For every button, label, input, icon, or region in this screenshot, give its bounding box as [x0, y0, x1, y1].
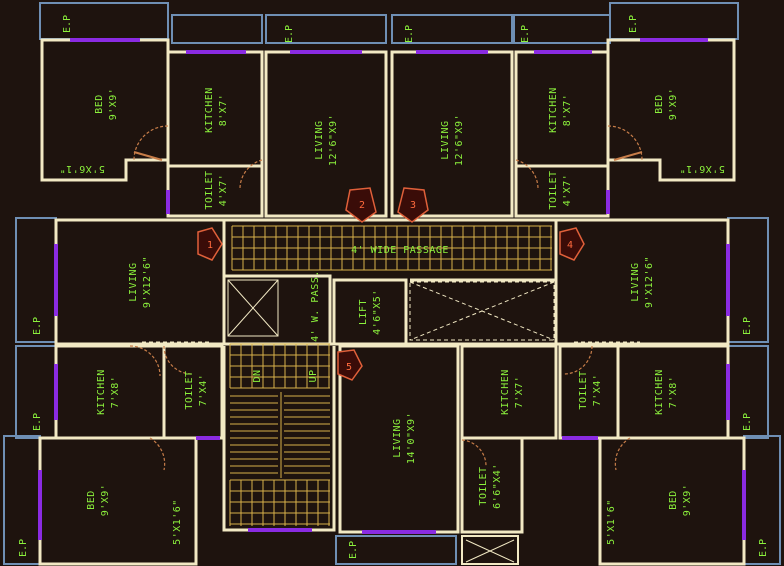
svg-text:3: 3 [410, 200, 416, 211]
stair-up-label: UP [308, 369, 319, 382]
small-labels: 5'X6'1" 5'X6'1" 5'X1'6" 5'X1'6" DN UP [59, 163, 725, 545]
room-name: LIVING [440, 120, 451, 159]
room-size: 9'X9' [100, 484, 111, 517]
room-size: 8'X7' [562, 94, 573, 127]
marker-5: 5 [337, 349, 363, 381]
room-size: 9'X12'6" [644, 256, 655, 308]
room-size: 12'6"X9' [454, 114, 465, 166]
room-size: 9'X9' [108, 88, 119, 121]
room-size: 14'0"X9' [406, 412, 417, 464]
shafts [227, 279, 555, 563]
ep-label: E.P [348, 541, 359, 559]
ep-label: E.P [62, 15, 73, 33]
svg-text:1: 1 [207, 240, 213, 251]
ep-label: E.P [18, 539, 29, 557]
ep-label: E.P [32, 317, 43, 335]
shaft-size-br: 5'X1'6" [606, 499, 617, 545]
room-name: KITCHEN [204, 87, 215, 133]
room-name: KITCHEN [500, 369, 511, 415]
balcony-size-tr: 5'X6'1" [679, 163, 725, 174]
ep-label: E.P [628, 15, 639, 33]
room-name: TOILET [548, 170, 559, 209]
room-size: 4'6"X5' [372, 289, 383, 335]
staircase [230, 392, 330, 478]
shaft-size-bl: 5'X1'6" [172, 499, 183, 545]
svg-text:2: 2 [359, 200, 365, 211]
ep-label: E.P [742, 317, 753, 335]
room-name: BED [668, 490, 679, 510]
room-name: BED [654, 94, 665, 114]
room-name: TOILET [478, 466, 489, 505]
marker-4: 4 [559, 227, 585, 261]
room-name: 4' W. PASS. [310, 270, 321, 342]
svg-text:4: 4 [567, 240, 573, 251]
room-size: 9'X9' [668, 88, 679, 121]
room-name: TOILET [204, 170, 215, 209]
passage-tiles [229, 225, 552, 526]
room-size: 12'6"X9' [328, 114, 339, 166]
room-size: 7'X7' [514, 376, 525, 409]
ep-label: E.P [758, 539, 769, 557]
room-size: 4'X7' [218, 174, 229, 207]
room-name: LIVING [392, 418, 403, 457]
balcony-size-tl: 5'X6'1" [59, 163, 105, 174]
ep-label: E.P [284, 25, 295, 43]
room-name: TOILET [184, 370, 195, 409]
room-size: 6'6"X4' [492, 463, 503, 509]
room-size: 4'X7' [562, 174, 573, 207]
room-name: LIVING [128, 262, 139, 301]
room-size: 7'X4' [592, 374, 603, 407]
ep-label: E.P [404, 25, 415, 43]
room-name: BED [94, 94, 105, 114]
room-name: LIVING [630, 262, 641, 301]
ep-label: E.P [742, 413, 753, 431]
windows [38, 38, 746, 540]
room-name: BED [86, 490, 97, 510]
room-size: 8'X7' [218, 94, 229, 127]
doors [129, 125, 643, 471]
room-name: KITCHEN [548, 87, 559, 133]
svg-text:5: 5 [346, 362, 352, 373]
room-name: TOILET [578, 370, 589, 409]
room-name: LIVING [314, 120, 325, 159]
marker-3: 3 [397, 187, 429, 223]
room-size: 7'X8' [110, 376, 121, 409]
room-size: 7'X8' [668, 376, 679, 409]
room-name: KITCHEN [654, 369, 665, 415]
stair-dn-label: DN [252, 369, 263, 382]
ep-label: E.P [32, 413, 43, 431]
room-size: 9'X12'6" [142, 256, 153, 308]
room-size: 9'X9' [682, 484, 693, 517]
room-name: LIFT [358, 299, 369, 325]
marker-1: 1 [197, 227, 223, 261]
ep-labels: E.P E.P E.P E.P E.P E.P E.P E.P E.P E.P … [18, 15, 769, 559]
passage-label: 4' WIDE PASSAGE [351, 245, 449, 256]
door-markers: 1 2 3 4 5 [197, 187, 585, 381]
room-name: KITCHEN [96, 369, 107, 415]
ep-label: E.P [520, 25, 531, 43]
marker-2: 2 [345, 187, 377, 223]
room-size: 7'X4' [198, 374, 209, 407]
